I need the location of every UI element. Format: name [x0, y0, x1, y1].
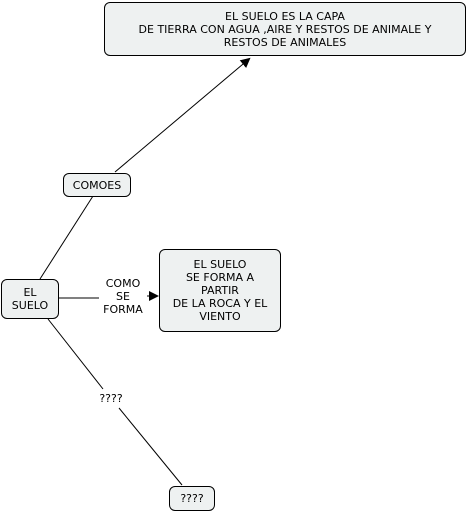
link-label-como-se-forma: COMO SE FORMA	[99, 277, 147, 319]
concept-comoes[interactable]: COMOES	[63, 173, 131, 197]
concept-question[interactable]: ????	[169, 486, 215, 511]
link-label-question: ????	[93, 392, 129, 407]
concept-suelo-definicion[interactable]: EL SUELO ES LA CAPA DE TIERRA CON AGUA ,…	[104, 2, 466, 56]
concept-suelo-formacion[interactable]: EL SUELO SE FORMA A PARTIR DE LA ROCA Y …	[159, 249, 281, 332]
line-comoes-to-top	[114, 57, 251, 173]
concept-el-suelo[interactable]: EL SUELO	[1, 279, 59, 319]
line-suelo-to-question	[47, 318, 104, 390]
line-question-to-bottom	[118, 407, 183, 486]
line-suelo-to-comoes	[39, 195, 94, 280]
